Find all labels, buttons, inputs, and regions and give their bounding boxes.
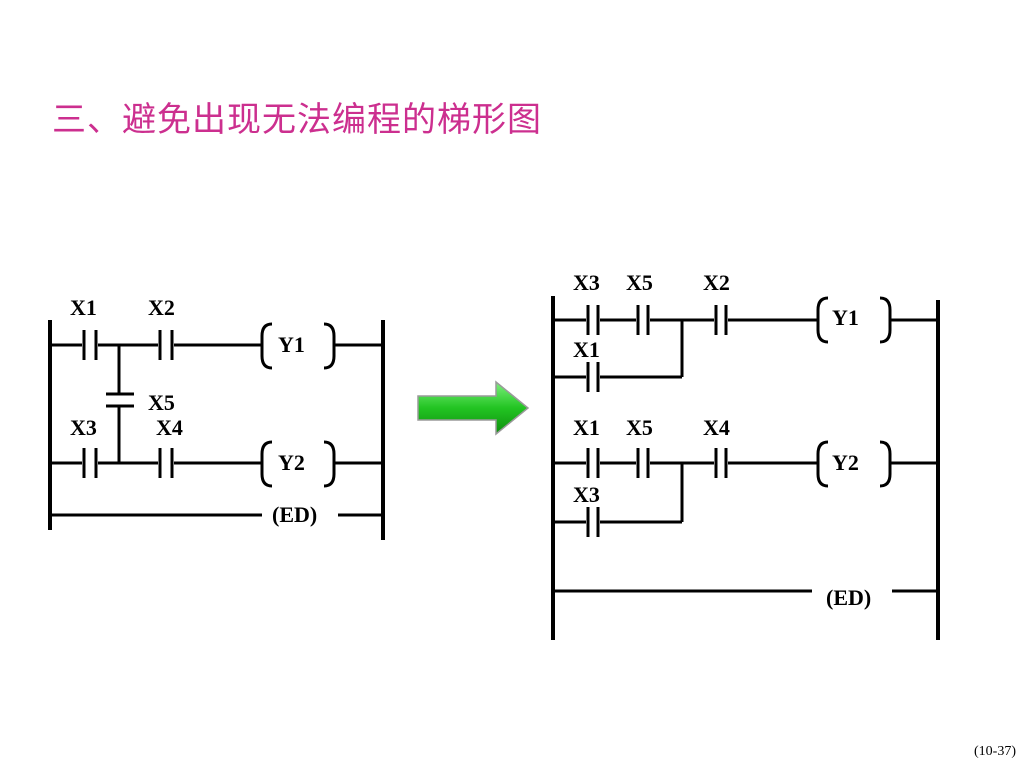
contact-label-x4: X4	[156, 415, 183, 440]
contact-label-x3-r1: X3	[573, 270, 600, 295]
coil-y2-r	[816, 440, 892, 488]
contact-label-x5-r2: X5	[626, 415, 653, 440]
coil-y1-r	[816, 296, 892, 344]
contact-x1-r2	[586, 448, 600, 478]
contact-x4	[158, 448, 174, 478]
contact-label-x5: X5	[148, 390, 175, 415]
page-title: 三、避免出现无法编程的梯形图	[52, 100, 542, 140]
contact-label-x2: X2	[148, 295, 175, 320]
contact-x5	[106, 392, 134, 408]
contact-label-x4-r2: X4	[703, 415, 730, 440]
end-instruction-left: (ED)	[272, 502, 317, 527]
contact-label-x1: X1	[70, 295, 97, 320]
coil-label-y2: Y2	[278, 450, 305, 475]
contact-label-x3-branch-r2: X3	[573, 482, 600, 507]
contact-x3-r1	[586, 305, 600, 335]
contact-label-x1-branch-r1: X1	[573, 337, 600, 362]
contact-x4-r2	[714, 448, 728, 478]
contact-x3	[82, 448, 98, 478]
left-ladder-diagram: X1 X2 Y1 X5 X3	[48, 295, 385, 540]
contact-x2	[158, 330, 174, 360]
coil-label-y1-r: Y1	[832, 305, 859, 330]
contact-label-x3: X3	[70, 415, 97, 440]
contact-x3-branch-r2	[586, 507, 600, 537]
contact-label-x2-r1: X2	[703, 270, 730, 295]
contact-x5-r1	[636, 305, 650, 335]
coil-y1	[260, 322, 336, 370]
contact-label-x5-r1: X5	[626, 270, 653, 295]
contact-x1-branch-r1	[586, 362, 600, 392]
page-number: (10-37)	[974, 744, 1016, 759]
contact-x2-r1	[714, 305, 728, 335]
coil-label-y2-r: Y2	[832, 450, 859, 475]
contact-label-x1-r2: X1	[573, 415, 600, 440]
contact-x5-r2	[636, 448, 650, 478]
right-ladder-diagram: X3 X5 X2 X1 Y1	[551, 270, 940, 640]
end-instruction-right: (ED)	[826, 585, 871, 610]
coil-label-y1: Y1	[278, 332, 305, 357]
arrow-right-icon	[417, 380, 530, 436]
coil-y2	[260, 440, 336, 488]
contact-x1	[82, 330, 98, 360]
